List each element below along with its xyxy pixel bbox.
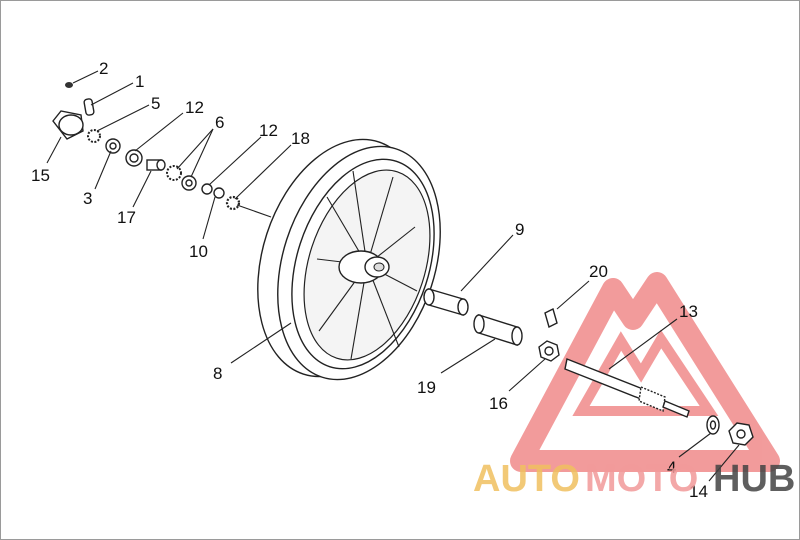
part-17-spacer xyxy=(146,159,166,171)
callout-14: 14 xyxy=(689,482,708,501)
part-6-bearings xyxy=(166,165,197,191)
callout-8: 8 xyxy=(213,364,222,383)
callout-18: 18 xyxy=(291,129,310,148)
part-1-pin xyxy=(83,98,95,116)
part-4-washer xyxy=(706,415,720,435)
callout-1: 1 xyxy=(135,72,144,91)
part-2-grease-nipple xyxy=(65,82,73,88)
callout-9: 9 xyxy=(515,220,524,239)
callout-20: 20 xyxy=(589,262,608,281)
callout-3: 3 xyxy=(83,189,92,208)
callout-19: 19 xyxy=(417,378,436,397)
part-9-spacer-tube xyxy=(423,288,469,316)
callout-15: 15 xyxy=(31,166,50,185)
watermark-part-b: MOTO xyxy=(585,458,698,500)
callout-6: 6 xyxy=(215,113,224,132)
part-20-clip xyxy=(544,307,558,329)
callout-4: 4 xyxy=(667,458,676,477)
part-12-seal xyxy=(125,149,143,167)
callout-5: 5 xyxy=(151,94,160,113)
part-13-axle xyxy=(564,358,690,418)
callout-11: 12 xyxy=(259,121,278,140)
callout-12: 12 xyxy=(185,98,204,117)
callout-labels: 2 1 5 12 6 12 18 15 3 17 10 8 9 19 16 20… xyxy=(31,59,708,501)
watermark-text: AUTO MOTO HUB xyxy=(473,458,795,500)
callout-17: 17 xyxy=(117,208,136,227)
part-14-nut xyxy=(728,422,754,446)
wheel-rim xyxy=(257,138,441,381)
callout-10: 10 xyxy=(189,242,208,261)
callout-16: 16 xyxy=(489,394,508,413)
watermark-part-a: AUTO xyxy=(473,458,580,500)
part-3-washer xyxy=(105,138,121,154)
part-15-speedo-housing xyxy=(52,110,84,140)
part-18-bearing xyxy=(225,195,241,211)
part-16-nut xyxy=(538,340,560,362)
part-10-washer xyxy=(201,183,225,199)
watermark-part-c: HUB xyxy=(713,458,795,500)
callout-2: 2 xyxy=(99,59,108,78)
part-5-drive-gear xyxy=(87,129,101,143)
callout-13: 13 xyxy=(679,302,698,321)
part-19-spacer xyxy=(473,314,523,346)
leader-lines xyxy=(46,70,740,482)
